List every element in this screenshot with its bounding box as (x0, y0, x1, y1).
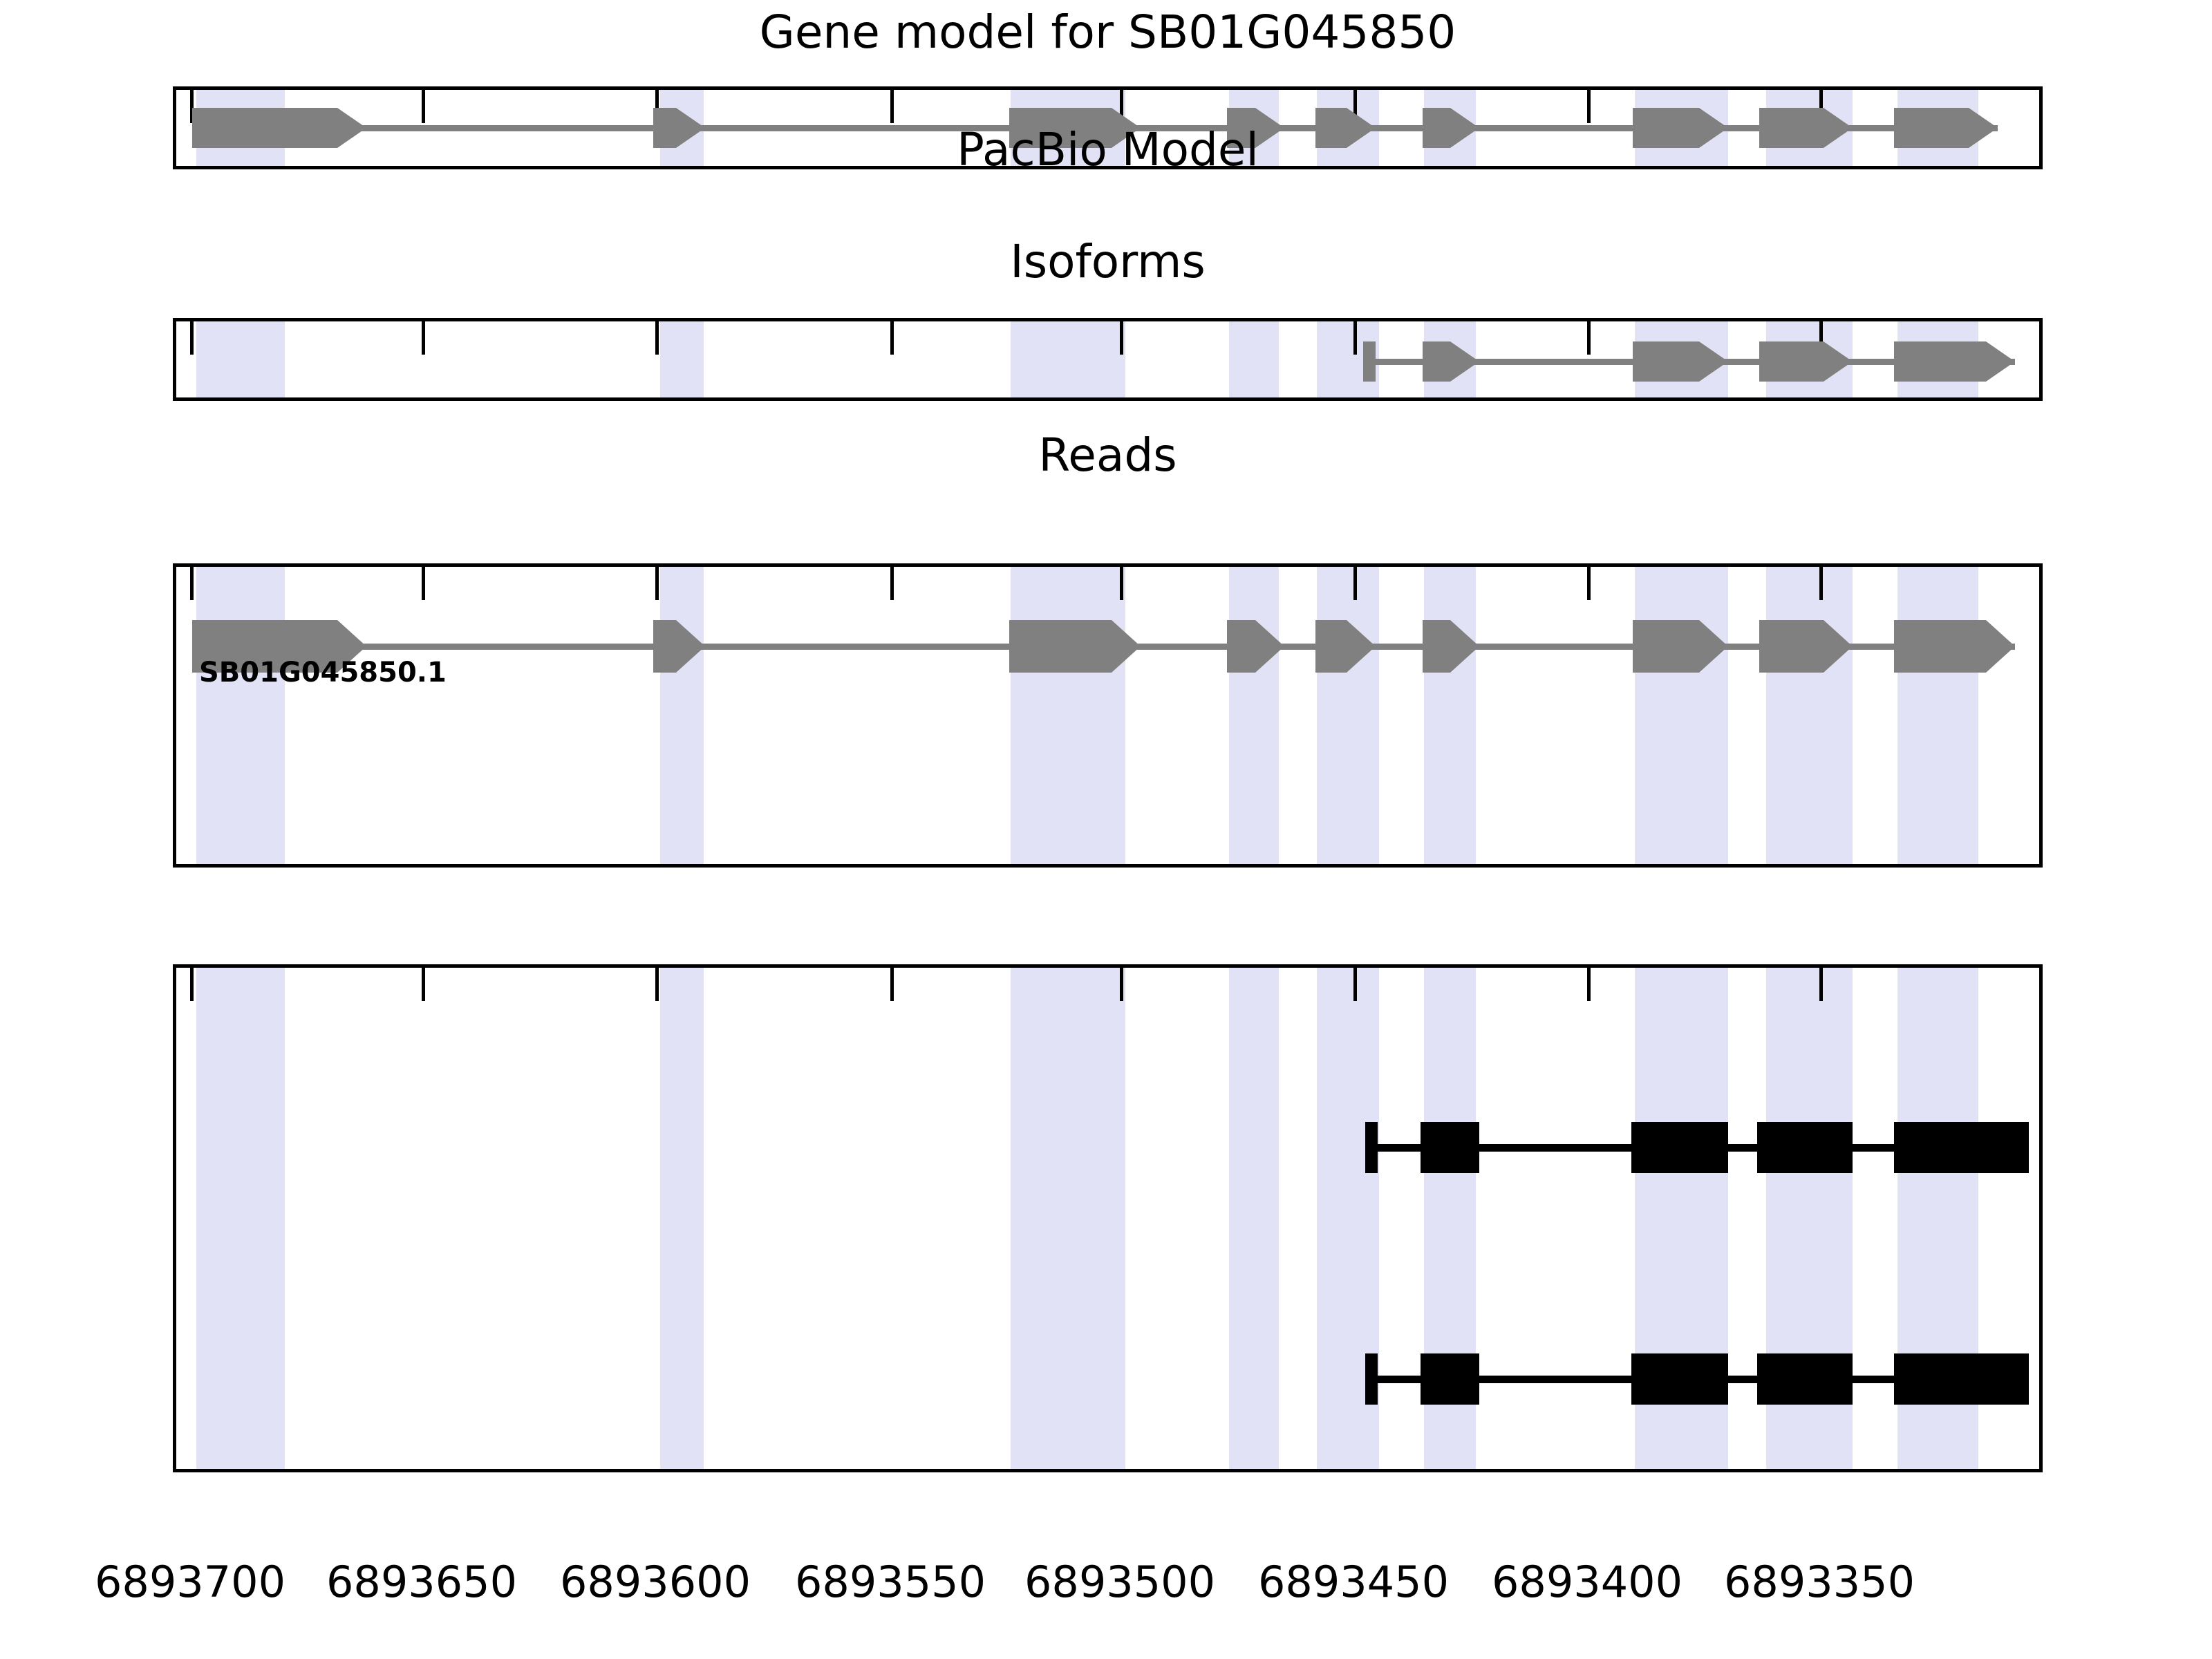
reads-panel (173, 964, 2043, 1472)
exon-block (1631, 1122, 1728, 1173)
pacbio-model-title: PacBio Model (957, 123, 1259, 176)
x-tick-mark (190, 321, 194, 355)
x-tick-mark (655, 90, 659, 123)
pacbio-model-plot (176, 321, 2039, 397)
highlight-band (1229, 968, 1279, 1469)
highlight-band (196, 968, 285, 1469)
x-tick-mark (1819, 321, 1823, 355)
exon-block (1894, 341, 2015, 382)
exon-block (1757, 1122, 1853, 1173)
x-axis: 6893700 6893650 6893600 6893550 6893500 … (0, 1557, 2212, 1640)
x-tick-mark (890, 90, 894, 123)
exon-block (1894, 1353, 2029, 1405)
x-tick-mark (1120, 567, 1123, 600)
x-tick-mark (1587, 567, 1591, 600)
isoforms-plot (176, 567, 2039, 864)
highlight-band (1766, 567, 1853, 864)
highlight-band (1011, 567, 1125, 864)
x-tick-mark (1120, 968, 1123, 1001)
transcript-start-bar (1365, 1353, 1378, 1405)
x-tick-mark (1587, 968, 1591, 1001)
x-tick-mark (190, 567, 194, 600)
x-tick-label: 6893550 (794, 1557, 986, 1607)
transcript-start-bar (1365, 1122, 1378, 1173)
x-tick-mark (1120, 90, 1123, 123)
x-tick-mark (655, 321, 659, 355)
exon-block (1631, 1353, 1728, 1405)
x-tick-label: 6893400 (1491, 1557, 1683, 1607)
highlight-band (1635, 567, 1728, 864)
x-tick-mark (422, 321, 425, 355)
gene-model-panel (173, 86, 2043, 169)
x-tick-label: 6893650 (326, 1557, 518, 1607)
exon-block (1421, 1353, 1479, 1405)
x-tick-mark (1587, 321, 1591, 355)
x-tick-mark (190, 968, 194, 1001)
gene-model-plot (176, 90, 2039, 166)
x-tick-label: 6893350 (1723, 1557, 1915, 1607)
reads-plot (176, 968, 2039, 1469)
x-tick-mark (890, 567, 894, 600)
gene-model-title: Gene model for SB01G045850 (759, 6, 1456, 59)
x-tick-mark (890, 968, 894, 1001)
x-tick-mark (890, 321, 894, 355)
exon-block (192, 108, 366, 148)
exon-block (1894, 620, 2015, 673)
highlight-band (1897, 567, 1978, 864)
highlight-band (1011, 968, 1125, 1469)
x-tick-label: 6893450 (1257, 1557, 1450, 1607)
highlight-band (660, 968, 704, 1469)
exon-block (192, 620, 366, 673)
x-tick-mark (1587, 90, 1591, 123)
x-tick-label: 6893600 (559, 1557, 751, 1607)
x-tick-mark (422, 90, 425, 123)
x-tick-mark (1353, 567, 1357, 600)
x-tick-mark (655, 567, 659, 600)
x-tick-mark (422, 968, 425, 1001)
pacbio-model-panel (173, 318, 2043, 401)
x-tick-label: 6893700 (94, 1557, 286, 1607)
x-tick-mark (422, 567, 425, 600)
highlight-band (196, 321, 285, 397)
highlight-band (1229, 321, 1279, 397)
highlight-band (196, 567, 285, 864)
highlight-band (1011, 321, 1125, 397)
highlight-band (660, 321, 704, 397)
exon-block (1894, 1122, 2029, 1173)
highlight-band (1317, 567, 1379, 864)
isoforms-title: Isoforms (1010, 235, 1206, 288)
x-tick-mark (1353, 968, 1357, 1001)
highlight-band (1424, 567, 1476, 864)
x-tick-mark (1819, 567, 1823, 600)
x-tick-mark (1819, 90, 1823, 123)
x-tick-mark (190, 90, 194, 123)
x-tick-mark (1120, 321, 1123, 355)
exon-block (1421, 1122, 1479, 1173)
exon-block (1009, 108, 1141, 148)
highlight-band (660, 567, 704, 864)
x-tick-mark (1819, 968, 1823, 1001)
isoforms-panel (173, 563, 2043, 868)
x-tick-mark (1353, 90, 1357, 123)
exon-block (1757, 1353, 1853, 1405)
highlight-band (1229, 567, 1279, 864)
reads-title: Reads (1038, 429, 1177, 482)
isoform-label-sb01g045850-1: SB01G045850.1 (199, 657, 447, 688)
transcript-start-bar (1363, 341, 1376, 382)
exon-block (1009, 620, 1141, 673)
x-tick-mark (655, 968, 659, 1001)
x-tick-label: 6893500 (1024, 1557, 1216, 1607)
x-tick-mark (1353, 321, 1357, 355)
